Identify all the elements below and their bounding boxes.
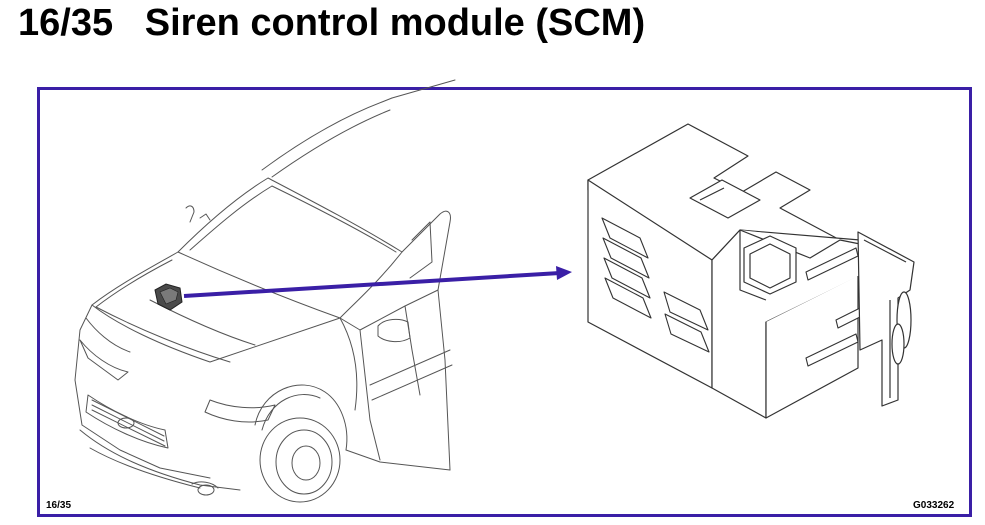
page-title: 16/35 Siren control module (SCM) [18, 2, 646, 44]
car-windshield [177, 177, 403, 319]
figure-code: G033262 [913, 500, 955, 511]
car-headlight-right [204, 399, 276, 423]
car-drawing [74, 79, 456, 503]
module-connector [857, 231, 915, 407]
car-hood [91, 251, 341, 363]
figure-frame [37, 87, 972, 517]
figure-page-ref: 16/35 [46, 500, 72, 511]
scm-module-drawing [587, 123, 915, 419]
car-roof [261, 97, 393, 171]
car-wheel-arch [254, 384, 348, 451]
leader-line [183, 266, 572, 298]
module-location-marker [154, 283, 183, 311]
car-front [74, 304, 211, 479]
car-wheel [259, 417, 341, 503]
module-vents-left [601, 217, 710, 353]
car-headlight-left [79, 339, 129, 381]
car-mirror [377, 318, 411, 343]
